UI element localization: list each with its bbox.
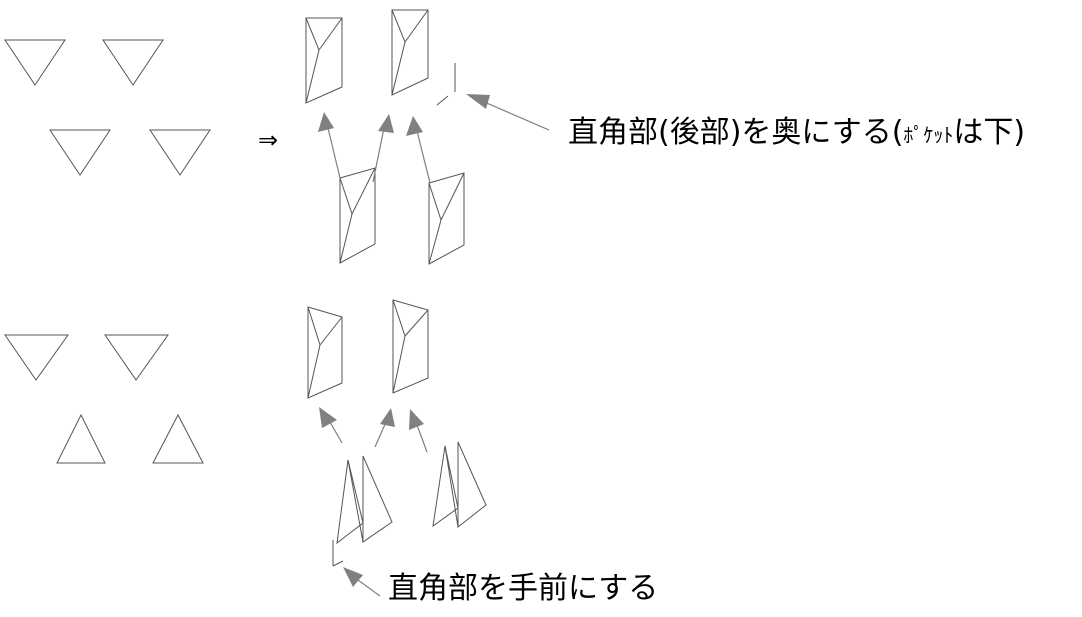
- folded-piece: [392, 299, 429, 394]
- arrow: [374, 408, 395, 448]
- folded-piece: [307, 306, 343, 399]
- triangle-up: [56, 413, 106, 464]
- folded-piece: [305, 17, 343, 104]
- triangle-down: [4, 334, 69, 381]
- note-top-small: ﾎﾟｹｯﾄ: [903, 123, 954, 147]
- arrow: [319, 407, 343, 444]
- arrow: [466, 94, 550, 131]
- note-top-label: 直角部(後部)を奥にする(ﾎﾟｹｯﾄは下): [568, 118, 1025, 148]
- arrow: [343, 567, 381, 597]
- implies-symbol: ⇒: [258, 126, 279, 154]
- folded-piece: [336, 455, 393, 545]
- folded-piece: [432, 441, 487, 529]
- folded-piece: [339, 167, 376, 264]
- arrow: [372, 114, 394, 183]
- triangle-down: [104, 334, 169, 381]
- arrow: [406, 116, 431, 184]
- triangle-down: [49, 129, 111, 176]
- folded-piece: [428, 172, 465, 265]
- right-angle-mark: [332, 540, 344, 567]
- triangle-up: [152, 413, 204, 464]
- arrow: [318, 112, 341, 179]
- folded-piece: [391, 9, 429, 96]
- triangle-down: [4, 39, 66, 86]
- triangle-down: [102, 39, 164, 86]
- note-bottom-label: 直角部を手前にする: [388, 571, 659, 606]
- note-top-tail: は下): [953, 115, 1026, 150]
- right-angle-mark: [436, 63, 456, 106]
- triangle-down: [149, 129, 211, 176]
- arrow: [409, 409, 428, 453]
- note-top-main: 直角部(後部)を奥にする(: [568, 115, 904, 150]
